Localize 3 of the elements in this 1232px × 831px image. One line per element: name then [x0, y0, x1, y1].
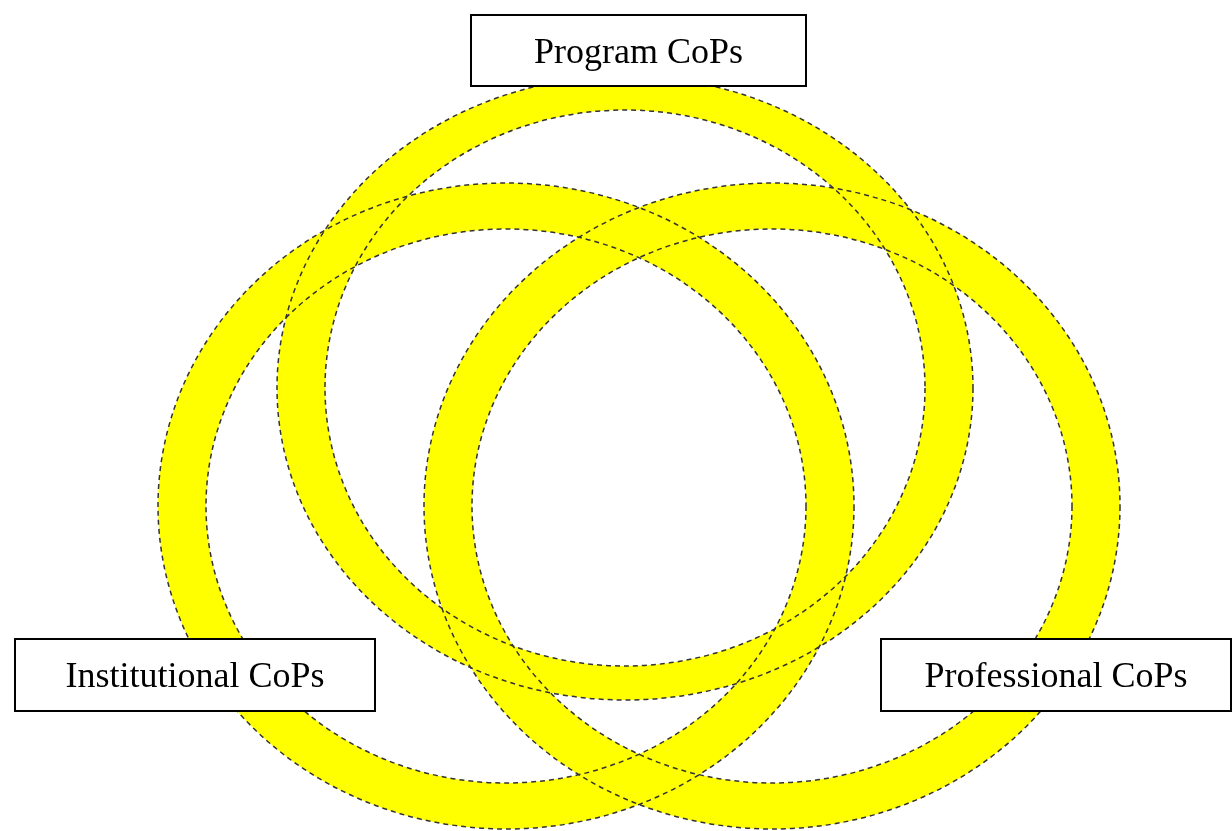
- label-box: Program CoPs: [470, 14, 807, 87]
- label-box: Professional CoPs: [880, 638, 1232, 712]
- label-box: Institutional CoPs: [14, 638, 376, 712]
